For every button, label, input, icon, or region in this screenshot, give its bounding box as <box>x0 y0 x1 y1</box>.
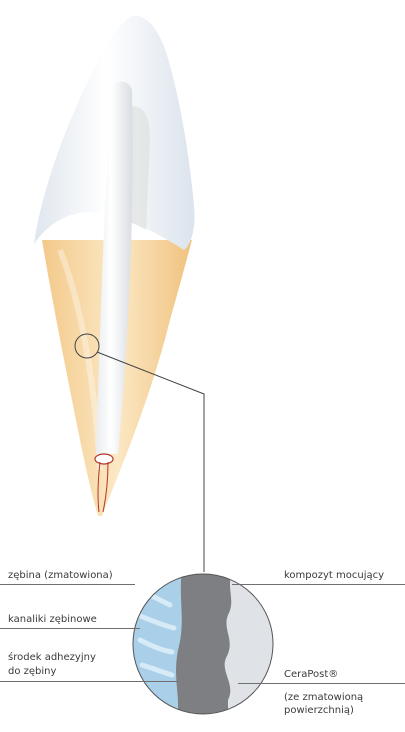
label-adhesive-2: do zębiny <box>8 666 56 678</box>
leader-cerapost <box>238 683 405 684</box>
label-cerapost: CeraPost® <box>284 669 338 681</box>
leader-adhesive <box>0 681 178 682</box>
label-luting-composite: kompozyt mocujący <box>284 570 384 582</box>
leader-luting-composite <box>232 584 405 585</box>
label-adhesive-1: środek adhezyjny <box>8 652 96 664</box>
leader-dentin-matte <box>0 584 135 585</box>
label-matte-surface-1: (ze zmatowioną <box>284 692 363 704</box>
leader-dentinal-tubules <box>0 628 140 629</box>
post-tip <box>95 454 113 464</box>
label-dentin-matte: zębina (zmatowiona) <box>8 570 113 582</box>
detail-cross-section <box>130 570 280 720</box>
label-matte-surface-2: powierzchnią) <box>284 705 354 717</box>
label-dentinal-tubules: kanaliki zębinowe <box>8 614 97 626</box>
